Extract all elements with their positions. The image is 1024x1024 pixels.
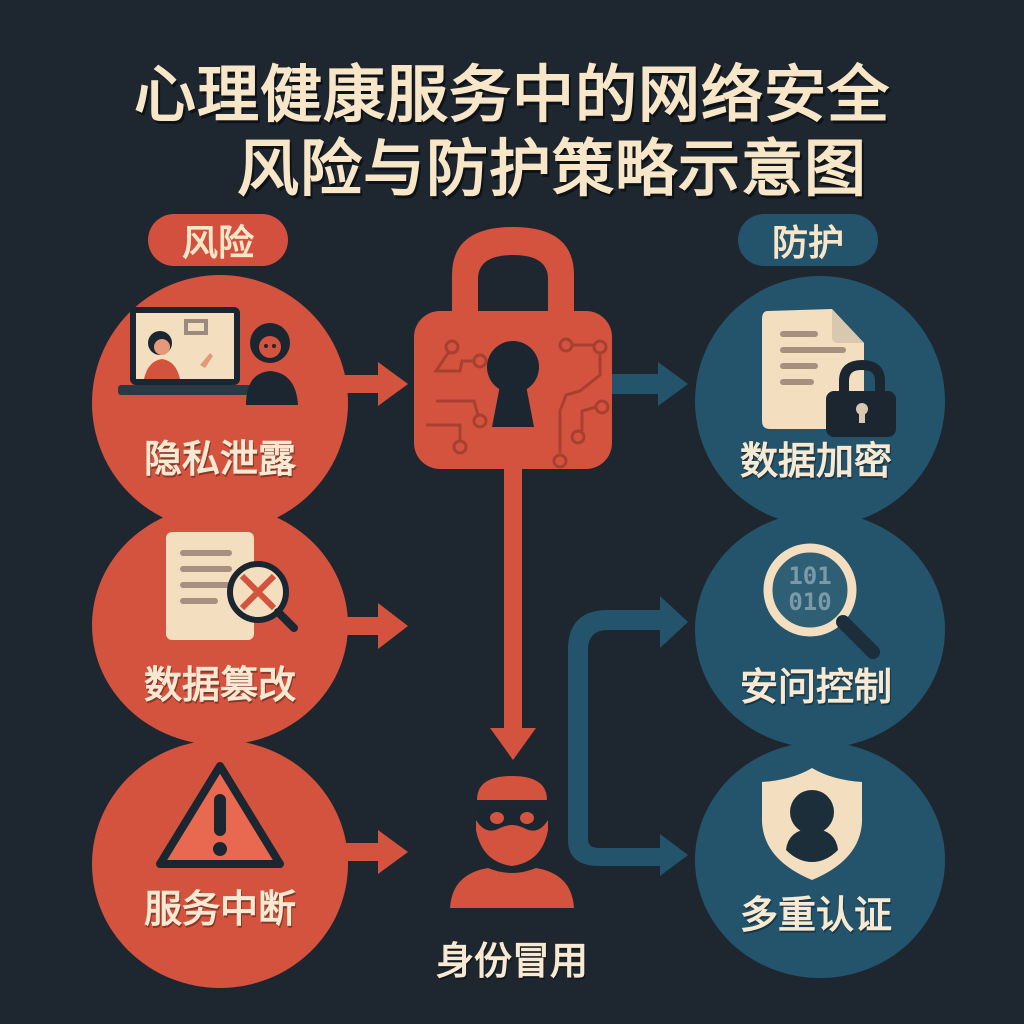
protection-label-encryption: 数据加密 — [739, 439, 892, 483]
diagram-title-line2: 风险与防护策略示意图 — [236, 132, 867, 205]
circuit-padlock-icon — [414, 227, 612, 469]
risk-label-service-outage: 服务中断 — [143, 887, 296, 931]
video-call-eavesdropper-icon — [118, 307, 298, 405]
binary-text-line1: 101 — [788, 562, 831, 590]
risk-header: 风险 — [148, 214, 288, 266]
protection-label-access-control: 安问控制 — [739, 665, 892, 709]
diagram-title-line1: 心理健康服务中的网络安全 — [133, 58, 890, 131]
threat-label-identity-theft: 身份冒用 — [435, 939, 588, 983]
masked-hacker-icon — [450, 776, 574, 908]
protection-header: 防护 — [738, 214, 878, 266]
warning-triangle-icon — [156, 762, 284, 868]
magnifier-binary-icon: 101 010 — [763, 543, 880, 659]
shield-user-icon — [762, 768, 862, 880]
document-lock-icon — [762, 309, 896, 437]
risk-label-privacy-leak: 隐私泄露 — [143, 437, 296, 481]
protection-label-mfa: 多重认证 — [739, 893, 892, 937]
binary-text-line2: 010 — [788, 588, 831, 616]
document-magnifier-x-icon — [166, 532, 298, 640]
risk-label-data-tampering: 数据篡改 — [143, 663, 296, 707]
